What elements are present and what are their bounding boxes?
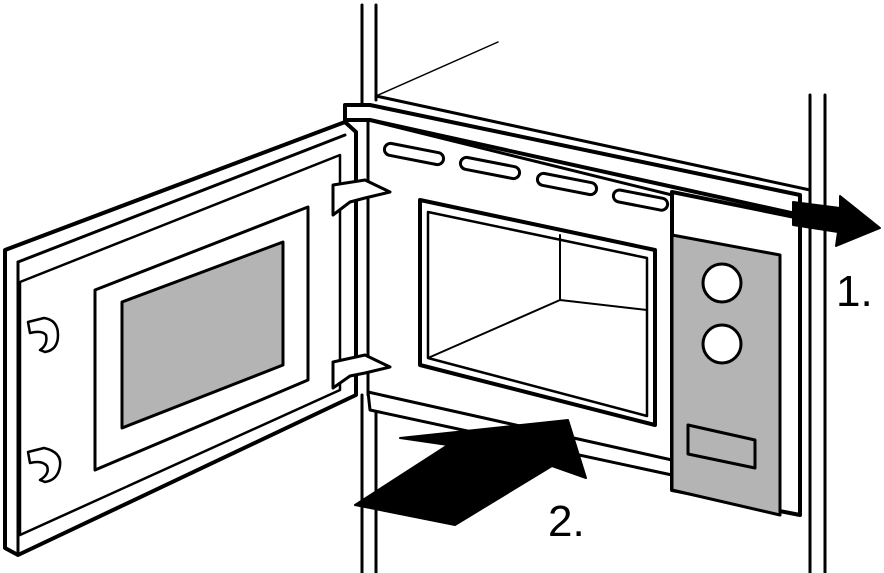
knob-icon: [701, 262, 743, 304]
arrow-icon: [792, 195, 881, 247]
microwave-body: [343, 103, 802, 517]
step-1-label: 1.: [836, 267, 873, 316]
latch-icon: [26, 446, 62, 484]
display-window: [686, 423, 757, 470]
knob-icon: [701, 323, 743, 365]
arrow-icon: [354, 419, 587, 526]
vent-slots: [382, 141, 670, 212]
cabinet: [360, 3, 827, 573]
door-window: [120, 240, 285, 430]
latch-icon: [26, 316, 60, 354]
step-2-label: 2.: [548, 497, 585, 546]
hinge-icon: [331, 178, 392, 390]
cavity: [418, 198, 657, 427]
door: [3, 120, 358, 557]
